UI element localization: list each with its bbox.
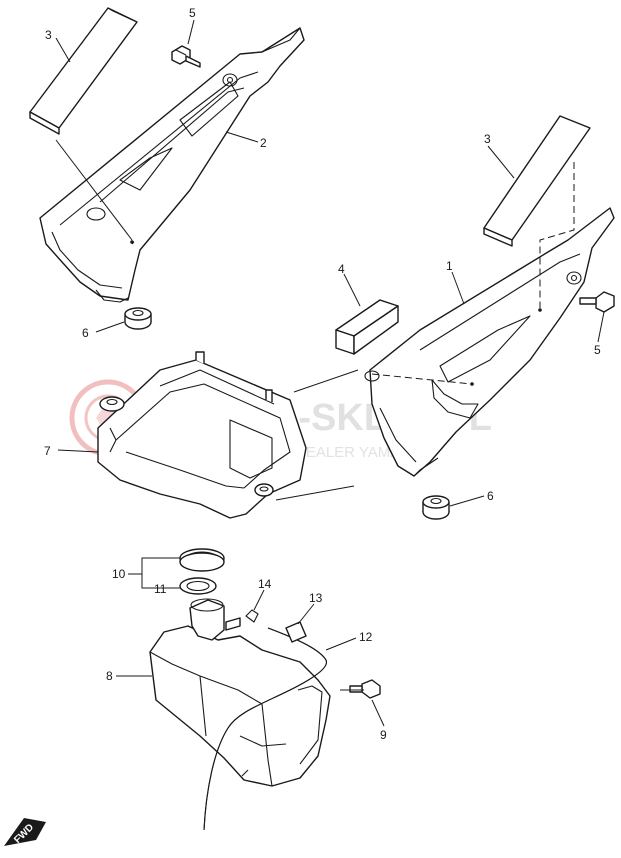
callout-6-right: 6 xyxy=(487,489,494,503)
part-5-bolt-left xyxy=(171,45,201,68)
callout-5-left: 5 xyxy=(189,6,196,20)
callout-13: 13 xyxy=(309,591,323,605)
part-1-right-side-cover xyxy=(364,207,615,477)
part-4-small-pad xyxy=(335,299,399,355)
callout-12: 12 xyxy=(359,630,373,644)
part-7-tray xyxy=(97,351,307,519)
part-13-clamp xyxy=(285,621,307,643)
part-10-cap xyxy=(179,548,225,572)
callout-9: 9 xyxy=(380,728,387,742)
part-2-left-side-cover xyxy=(39,27,305,303)
part-6-grommet-left xyxy=(124,307,152,330)
callout-6-left: 6 xyxy=(82,326,89,340)
callout-3-left: 3 xyxy=(45,28,52,42)
callout-14: 14 xyxy=(258,577,272,591)
callout-8: 8 xyxy=(106,669,113,683)
part-8-reservoir-tank xyxy=(149,598,331,787)
callout-leaders xyxy=(55,19,605,727)
alignment-lines xyxy=(55,139,575,691)
callout-4: 4 xyxy=(338,262,345,276)
part-14-clip xyxy=(245,609,259,623)
callout-7: 7 xyxy=(44,444,51,458)
part-12-hose xyxy=(203,627,327,831)
callout-1: 1 xyxy=(446,259,453,273)
callout-2: 2 xyxy=(260,136,267,150)
callout-labels: 3 5 2 6 3 4 1 5 6 7 10 11 8 9 12 13 14 xyxy=(44,6,601,742)
callout-5-right: 5 xyxy=(594,343,601,357)
fwd-arrow-icon xyxy=(4,818,46,846)
part-3-left-pad xyxy=(29,7,138,135)
callout-10: 10 xyxy=(112,567,126,581)
part-5-bolt-right xyxy=(579,291,615,313)
callout-11: 11 xyxy=(154,582,167,596)
fwd-direction-badge: FWD xyxy=(4,818,46,846)
part-11-gasket xyxy=(179,577,217,595)
callout-3-right: 3 xyxy=(484,132,491,146)
part-6-grommet-right xyxy=(422,495,450,520)
part-3-right-pad xyxy=(483,115,591,247)
part-9-bolt xyxy=(349,679,381,699)
